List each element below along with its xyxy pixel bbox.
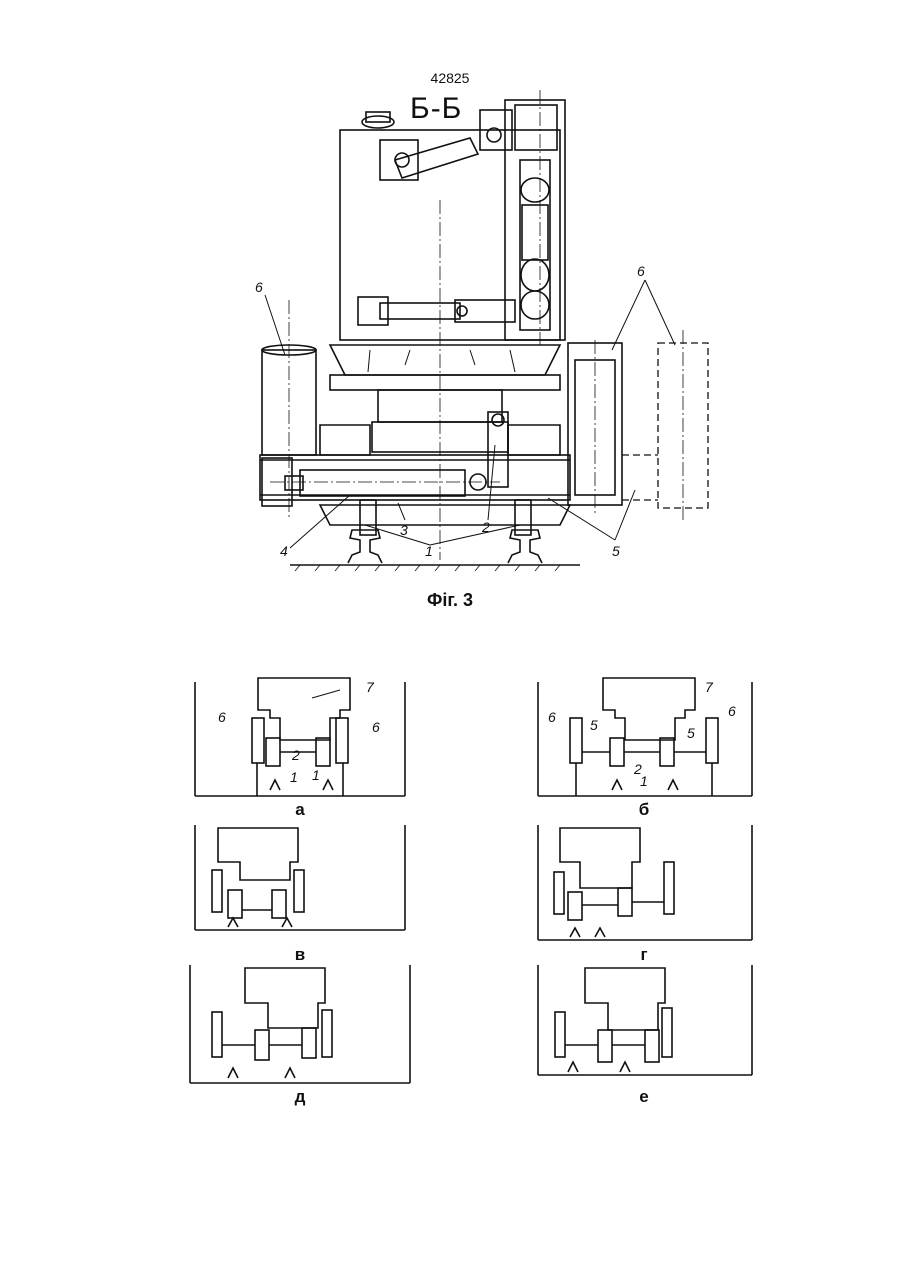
panel-b-label-5r: 5 [687, 725, 695, 741]
panel-b-label-1: 1 [640, 773, 648, 789]
panel-b-label-5l: 5 [590, 717, 598, 733]
panel-e [538, 965, 752, 1075]
panel-d-caption: д [240, 1087, 360, 1107]
panel-a-caption: а [240, 800, 360, 820]
panel-a-label-2: 2 [291, 747, 300, 763]
panel-b-label-7: 7 [705, 679, 714, 695]
panel-v [195, 825, 405, 930]
panel-g [538, 825, 752, 940]
panel-a-label-6l: 6 [218, 709, 226, 725]
panel-a-label-1b: 1 [312, 767, 320, 783]
panel-v-caption: в [240, 945, 360, 965]
panel-d [190, 965, 410, 1083]
panel-a-label-6r: 6 [372, 719, 380, 735]
panel-b-caption: б [584, 800, 704, 820]
panel-a-label-1a: 1 [290, 769, 298, 785]
panel-a [195, 678, 405, 796]
panel-a-label-7: 7 [366, 679, 375, 695]
panel-g-caption: г [584, 945, 704, 965]
panel-e-caption: е [584, 1087, 704, 1107]
panel-b-label-6r: 6 [728, 703, 736, 719]
panel-b-label-6l: 6 [548, 709, 556, 725]
